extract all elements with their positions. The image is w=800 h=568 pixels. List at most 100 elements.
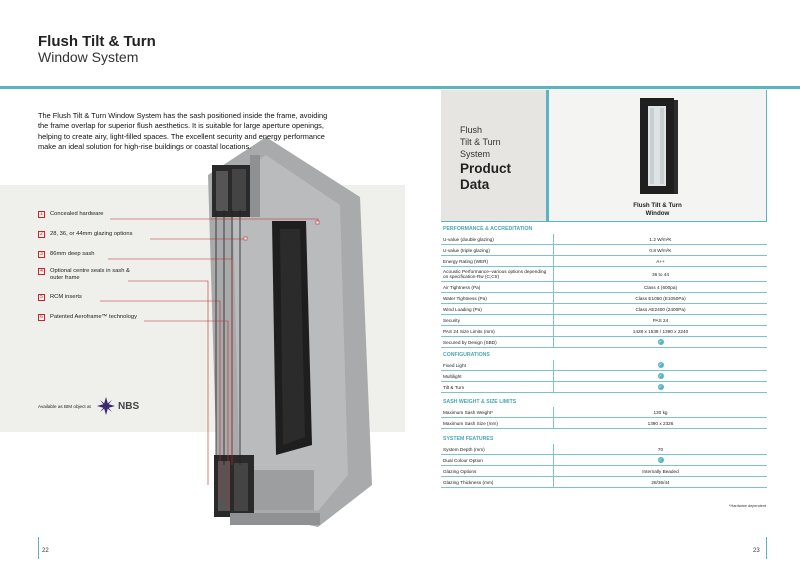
nbs-logo-icon [97, 397, 115, 415]
spec-value: 70 [657, 446, 664, 452]
spec-key: Dual Colour Option [443, 457, 483, 463]
feature-item: 6 Patented Aeroframe™ technology [38, 314, 137, 321]
spec-key: U-value (triple glazing) [443, 247, 490, 253]
table-row: Wind Loading (Pa) Class AE2400 (2400Pa) [441, 304, 767, 315]
page-subtitle: Window System [38, 49, 139, 65]
spec-key: Glazing Thickness (mm) [443, 479, 494, 485]
spec-key: Tilt & Turn [443, 384, 465, 390]
window-section-illustration [100, 137, 372, 527]
feature-item: 1 Concealed hardware [38, 211, 104, 218]
spec-key: Glazing Options [443, 468, 477, 474]
teal-divider [441, 221, 767, 222]
feature-label: Patented Aeroframe™ technology [50, 314, 138, 320]
nbs-logo-text: NBS [118, 400, 140, 412]
spec-value: 1428 x 1538 / 1390 x 2240 [632, 328, 689, 334]
product-heading-line: Tilt & Turn [460, 137, 501, 147]
table-row: Secured by Design (SBD) ✓ [441, 337, 767, 348]
product-heading-bold: Data [460, 177, 490, 192]
section-heading: System Features [443, 436, 494, 442]
feature-number: 1 [38, 211, 45, 218]
bim-availability-text: Available as BIM object at [38, 404, 91, 409]
table-row: System Depth (mm) 70 [441, 444, 767, 455]
table-row: Fixed Light ✓ [441, 360, 767, 371]
table-row: Dual Colour Option ✓ [441, 455, 767, 466]
spec-key: Wind Loading (Pa) [443, 306, 482, 312]
feature-item: 2 28, 36, or 44mm glazing options [38, 231, 133, 238]
feature-label: 28, 36, or 44mm glazing options [50, 231, 133, 237]
page-number-left: 22 [42, 548, 49, 554]
table-row: Glazing Thickness (mm) 28/36/44 [441, 477, 767, 488]
spec-key: Maximum Sash Weight* [443, 409, 493, 415]
feature-number: 5 [38, 294, 45, 301]
feature-item: 5 RCM inserts [38, 294, 82, 301]
table-row: PAS 24 Size Limits (mm) 1428 x 1538 / 13… [441, 326, 767, 337]
feature-number: 3 [38, 251, 45, 258]
table-row: Air Tightness (Pa) Class 4 (600pa) [441, 282, 767, 293]
check-icon: ✓ [657, 362, 664, 368]
spec-value: A++ [656, 258, 665, 264]
feature-item: 3 86mm deep sash [38, 251, 94, 258]
page-number-right: 23 [753, 548, 760, 554]
product-heading-line: Flush [460, 125, 483, 135]
page-margin-line [38, 537, 39, 559]
spec-key: Maximum Sash Size (mm) [443, 420, 498, 426]
product-image-caption: Flush Tilt & Turn Window [549, 202, 766, 217]
section-heading: Configurations [443, 352, 490, 358]
caption-line: Flush Tilt & Turn [633, 202, 682, 209]
product-window-image [640, 98, 678, 194]
header-divider [0, 86, 800, 89]
spec-key: Fixed Light [443, 362, 466, 368]
caption-line: Window [645, 209, 670, 217]
spec-key: Acoustic Performance–various options dep… [443, 269, 547, 279]
feature-item: 4 Optional centre seals in sash & outer … [38, 268, 138, 282]
table-row: Water Tightness (Pa) Class E1050 (E1050P… [441, 293, 767, 304]
table-row: Tilt & Turn ✓ [441, 382, 767, 393]
section-heading: Performance & Accreditation [443, 226, 533, 232]
teal-divider [546, 90, 549, 221]
spec-key: Water Tightness (Pa) [443, 295, 487, 301]
product-heading-bold: Product [460, 161, 512, 176]
spec-value: 1390 x 2326 [647, 420, 674, 426]
check-icon: ✓ [657, 373, 664, 379]
check-icon: ✓ [657, 384, 664, 390]
table-row: Security PAS 24 [441, 315, 767, 326]
spec-value: 0.8 W/m²K [649, 247, 672, 253]
spec-key: Air Tightness (Pa) [443, 284, 481, 290]
spec-key: Energy Rating (WER) [443, 258, 489, 264]
spec-key: PAS 24 Size Limits (mm) [443, 328, 495, 334]
spec-value: Class 4 (600pa) [643, 284, 678, 290]
check-icon: ✓ [657, 339, 664, 345]
spec-value: PAS 24 [652, 317, 669, 323]
spec-value: 28/36/44 [651, 479, 670, 485]
spec-value: Class AE2400 (2400Pa) [635, 306, 686, 312]
page-margin-line [766, 537, 767, 559]
table-row: Maximum Sash Size (mm) 1390 x 2326 [441, 418, 767, 429]
feature-number: 6 [38, 314, 45, 321]
feature-number: 2 [38, 231, 45, 238]
spec-key: U-value (double glazing) [443, 236, 494, 242]
footnote: *Hardware dependent [729, 504, 766, 508]
table-row: Energy Rating (WER) A++ [441, 256, 767, 267]
check-icon: ✓ [657, 457, 664, 463]
spec-value: Internally Beaded [642, 468, 679, 474]
feature-label: Concealed hardware [50, 211, 104, 217]
spec-key: Multilight [443, 373, 462, 379]
spec-key: Security [443, 317, 460, 323]
feature-label: 86mm deep sash [50, 251, 95, 257]
spec-key: Secured by Design (SBD) [443, 339, 497, 345]
page-title: Flush Tilt & Turn [38, 33, 156, 50]
table-row: Acoustic Performance–various options dep… [441, 267, 767, 282]
feature-label: Optional centre seals in sash & outer fr… [50, 268, 130, 281]
table-row: Multilight ✓ [441, 371, 767, 382]
nbs-logo[interactable]: NBS [97, 397, 139, 415]
section-heading: Sash Weight & Size Limits [443, 399, 517, 405]
product-data-panel [441, 90, 546, 221]
teal-divider [766, 90, 767, 221]
intro-paragraph: The Flush Tilt & Turn Window System has … [38, 111, 328, 152]
spec-value: 36 to 44 [652, 271, 669, 277]
spec-value: Class E1050 (E1050Pa) [635, 295, 686, 301]
product-heading-line: System [460, 149, 491, 159]
feature-number: 4 [38, 268, 45, 275]
spec-key: System Depth (mm) [443, 446, 485, 452]
table-row: U-value (triple glazing) 0.8 W/m²K [441, 245, 767, 256]
